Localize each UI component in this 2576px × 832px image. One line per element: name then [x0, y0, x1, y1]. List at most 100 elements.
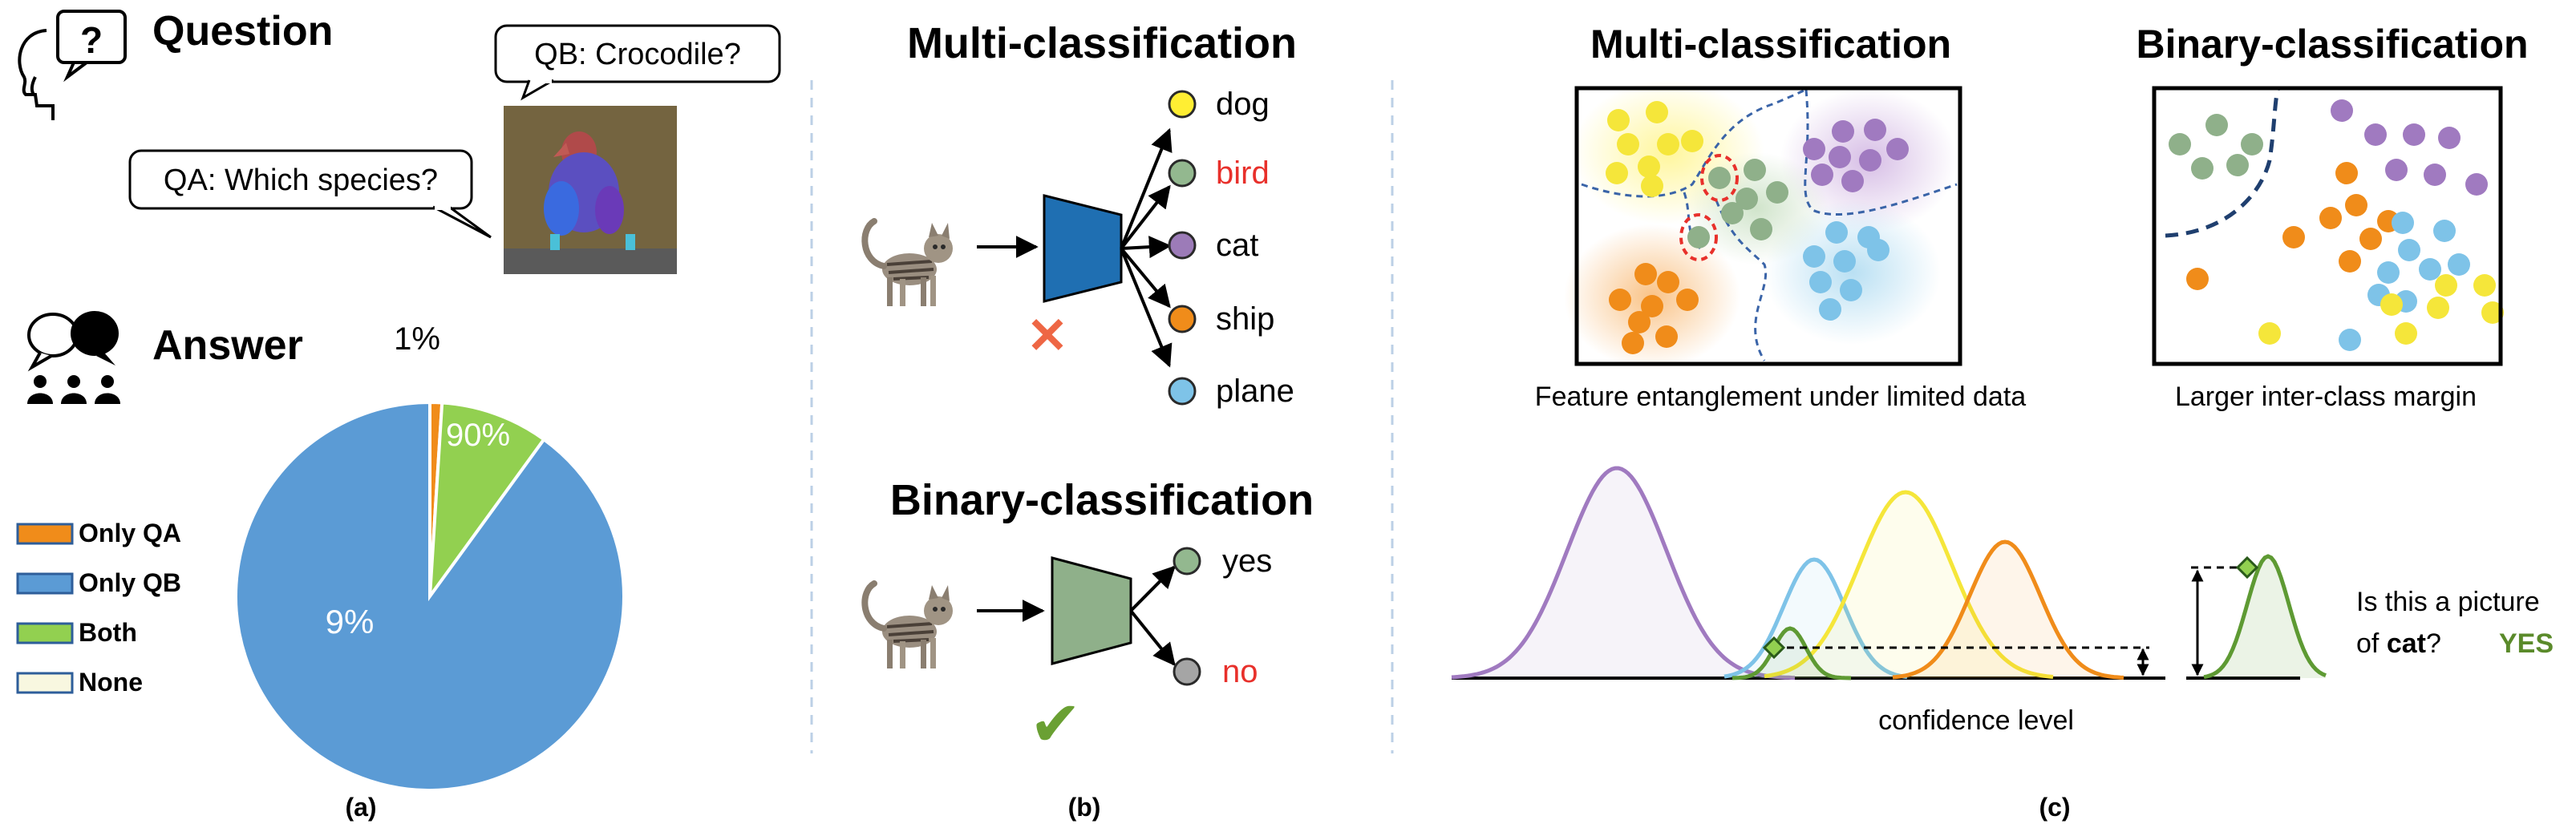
feature-point-green — [1736, 188, 1758, 210]
feature-point-orange — [1657, 271, 1679, 293]
feature-point-green — [1750, 218, 1772, 240]
panel-c-multi-title: Multi-classification — [1590, 22, 1951, 67]
right-mark: ✔ — [1029, 689, 1081, 759]
feature-point-green — [1708, 167, 1731, 189]
feature-point-purple — [1811, 164, 1833, 186]
binary-curve-line — [2203, 554, 2327, 680]
feature-point-blue — [2398, 239, 2420, 261]
feature-point-orange — [2282, 226, 2305, 248]
curve-purple — [1451, 466, 1796, 681]
bird-photo — [504, 106, 677, 274]
pie-slice-only-qb — [234, 400, 626, 792]
feature-point-blue — [1809, 271, 1832, 293]
binary-output-label: yes — [1222, 543, 1272, 579]
feature-point-green — [2241, 133, 2263, 155]
curve-fill-green — [1732, 628, 1853, 678]
curve-orange — [1892, 539, 2124, 680]
question-suffix: ? — [2426, 628, 2441, 659]
decision-boundary — [1715, 200, 1768, 361]
feature-point-yellow — [2395, 322, 2417, 345]
binary-feature-space — [2152, 86, 2504, 366]
feature-point-blue — [1867, 239, 1889, 261]
feature-point-yellow — [2481, 301, 2504, 324]
feature-point-orange — [2345, 194, 2367, 216]
feature-point-blue — [1825, 221, 1848, 244]
feature-point-green — [1721, 202, 1744, 224]
multi-output-arrow — [1120, 248, 1173, 368]
feature-point-blue — [1803, 245, 1825, 268]
feature-point-orange — [2359, 228, 2382, 250]
multi-output-label: dog — [1216, 87, 1270, 122]
pie-slice-label: 9% — [326, 603, 375, 640]
question-line-1: Is this a picture — [2356, 587, 2540, 617]
binary-output-node — [1173, 657, 1201, 686]
feature-point-purple — [2385, 159, 2408, 181]
feature-point-green — [2169, 133, 2191, 155]
feature-point-yellow — [1607, 109, 1630, 131]
feature-point-orange — [2319, 207, 2342, 229]
feature-point-orange — [1641, 295, 1663, 317]
feature-point-purple — [2331, 99, 2353, 122]
pie-slice-both — [427, 401, 547, 602]
binary-feature-caption: Larger inter-class margin — [2175, 382, 2477, 412]
multi-output-label: plane — [1216, 374, 1294, 409]
feature-point-yellow — [1641, 175, 1663, 197]
feature-point-purple — [2424, 164, 2446, 186]
decision-boundary — [1581, 88, 1807, 198]
marker-diamond — [1762, 636, 1786, 660]
feature-point-orange — [1609, 289, 1631, 311]
multi-net-block — [1043, 194, 1123, 303]
feature-point-yellow — [1617, 133, 1639, 155]
binary-outputs: yes no — [1129, 543, 1272, 689]
panel-c: Multi-classification Binary-classificati… — [1451, 22, 2554, 822]
question-line-2: of cat? — [2356, 628, 2441, 659]
curve-fill-purple — [1452, 468, 1796, 678]
feature-point-green — [2226, 154, 2249, 176]
feature-point-blue — [2377, 261, 2400, 284]
multi-output-arrow — [1120, 184, 1171, 250]
binary-output-label: no — [1222, 654, 1258, 689]
panel-c-label: (c) — [2039, 793, 2070, 822]
feature-point-blue — [2433, 220, 2456, 242]
multi-output-node — [1168, 159, 1197, 188]
panel-a: ? Question QB: Crocodile? QA: Which spec… — [16, 8, 781, 822]
binary-points — [2169, 99, 2504, 351]
feature-point-orange — [1622, 332, 1644, 354]
binary-confidence-plot: Is this a picture of cat? YES — [2186, 554, 2554, 680]
multi-output-arrow — [1120, 127, 1173, 249]
feature-point-orange — [2186, 268, 2209, 290]
feature-point-purple — [2465, 173, 2488, 196]
feature-point-yellow — [1638, 155, 1660, 178]
legend-label: Only QA — [79, 519, 181, 547]
feature-point-yellow — [2473, 274, 2496, 297]
feature-point-purple — [2438, 127, 2461, 149]
multi-output-label: bird — [1216, 155, 1270, 191]
margin-boundary — [2165, 89, 2280, 238]
feature-point-yellow — [2435, 274, 2457, 297]
feature-point-yellow — [2380, 293, 2403, 316]
head-question-icon — [18, 10, 127, 120]
legend-swatch — [16, 523, 74, 545]
feature-point-green — [1744, 159, 1766, 181]
wrong-mark: ✕ — [1027, 309, 1068, 364]
feature-point-orange — [1676, 289, 1699, 311]
panel-b-label: (b) — [1068, 793, 1101, 822]
binary-output-node — [1173, 547, 1201, 576]
feature-point-yellow — [1657, 133, 1679, 155]
legend-swatch — [16, 572, 74, 595]
multi-feature-caption: Feature entanglement under limited data — [1535, 382, 2026, 412]
feature-point-yellow — [2427, 297, 2449, 319]
feature-point-green — [1687, 226, 1710, 248]
panel-b-multi-title: Multi-classification — [907, 19, 1297, 67]
confidence-plot: confidence level — [1451, 466, 2165, 736]
feature-point-orange — [1628, 311, 1651, 333]
feature-point-purple — [1864, 119, 1886, 141]
entangled-point-highlight — [1700, 154, 1739, 202]
qb-bubble-text: QB: Crocodile? — [534, 38, 741, 71]
feature-point-blue — [2448, 253, 2470, 276]
feature-point-blue — [2339, 329, 2361, 351]
legend-swatch — [16, 672, 74, 694]
qa-speech-bubble: QA: Which species? — [128, 149, 492, 239]
feature-point-green — [2191, 157, 2213, 180]
